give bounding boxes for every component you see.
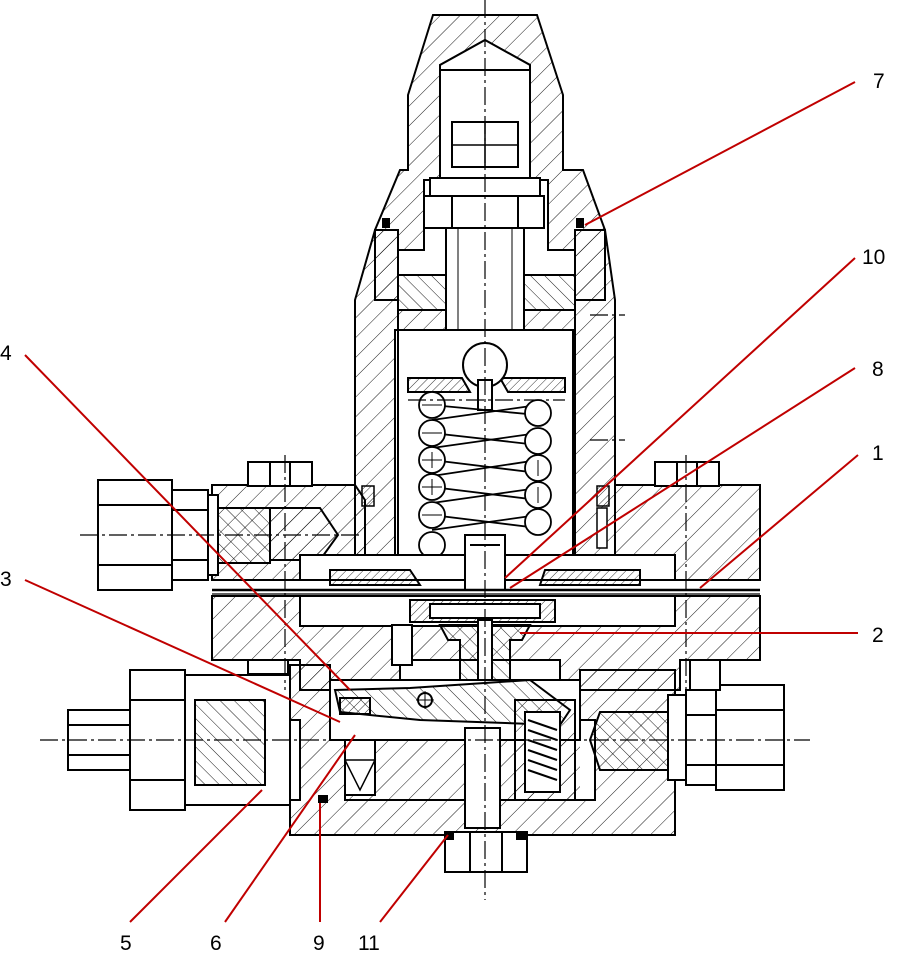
leader-6: [224, 734, 356, 923]
lever: [333, 678, 572, 727]
leader-7: [584, 81, 856, 226]
seal-ring-7: [576, 218, 584, 228]
leader-8: [509, 367, 856, 589]
callout-7: 7: [873, 70, 885, 93]
upper-bolts: [247, 461, 720, 487]
callout-8: 8: [872, 358, 884, 381]
callout-5: 5: [120, 932, 132, 953]
callout-6: 6: [210, 932, 222, 953]
bonnet-inner-ring: [397, 274, 576, 331]
leader-3: [24, 579, 341, 723]
callout-2: 2: [872, 624, 884, 647]
callout-3: 3: [0, 568, 12, 591]
center-lines: [40, 0, 810, 900]
callout-1: 1: [872, 442, 884, 465]
bottom-screw: [444, 727, 528, 873]
leader-1: [699, 454, 859, 589]
callout-9: 9: [313, 932, 325, 953]
leader-lines: [24, 81, 859, 923]
valve-seat-block: [299, 595, 676, 691]
spring: [418, 391, 552, 559]
callout-labels: 7 10 8 1 2 4 3 5 6 9 11: [0, 70, 885, 953]
callout-10: 10: [862, 246, 885, 269]
leader-4: [24, 354, 351, 691]
leader-11: [379, 834, 449, 923]
diaphragm-assembly: [212, 534, 760, 595]
leader-5: [129, 789, 263, 923]
callout-11: 11: [358, 932, 380, 953]
lower-right-fitting: [588, 659, 785, 791]
lower-left-fitting: [67, 659, 291, 811]
seal-ring-7-left: [382, 218, 390, 228]
leader-10: [504, 257, 856, 579]
callout-4: 4: [0, 342, 12, 365]
small-spring: [514, 699, 576, 801]
